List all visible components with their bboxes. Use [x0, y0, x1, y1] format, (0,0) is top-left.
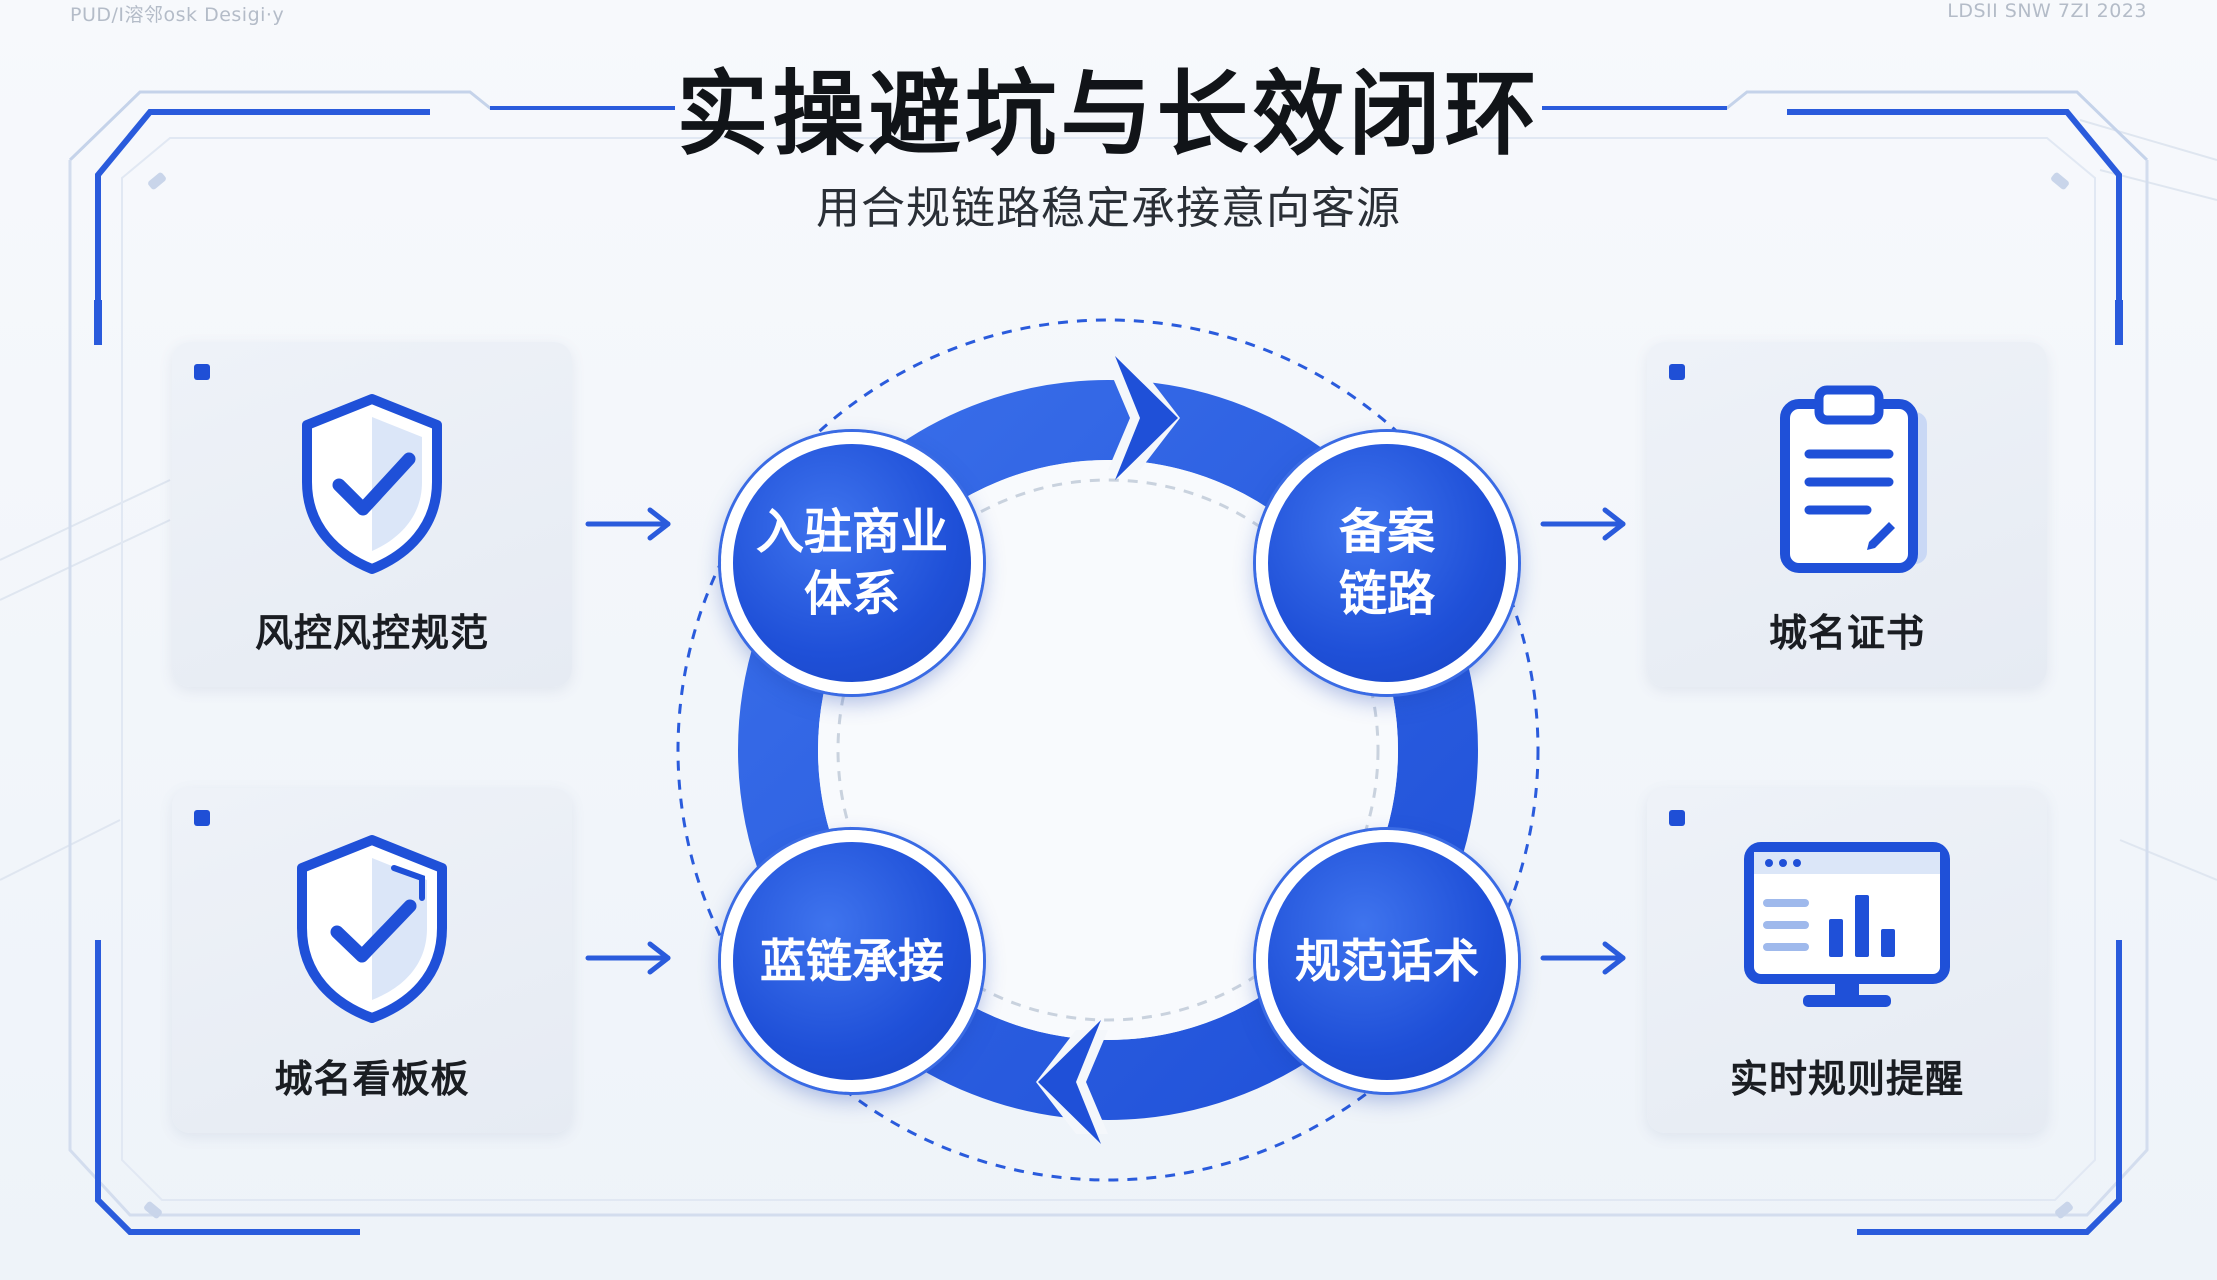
cycle-node-script-standard: 规范话术 — [1256, 830, 1518, 1092]
card-marker — [1669, 364, 1685, 380]
page-title: 实操避坑与长效闭环 — [676, 61, 1541, 168]
connector-arrows — [585, 507, 1626, 975]
card-label: 实时规则提醒 — [1729, 1057, 1964, 1101]
corner-label-right: LDSII SNW 7ZI 2023 — [1947, 0, 2147, 22]
card-marker — [194, 810, 210, 826]
card-marker — [1669, 810, 1685, 826]
card-realtime-alerts: 实时规则提醒 — [1647, 788, 2047, 1133]
card-label: 风控风控规范 — [254, 611, 489, 655]
card-domain-certificate: 城名证书 — [1647, 342, 2047, 687]
card-label: 城名证书 — [1768, 611, 1925, 655]
card-marker — [194, 364, 210, 380]
card-domain-board: 城名看板板 — [172, 788, 572, 1133]
node-label: 规范话术 — [1295, 934, 1479, 988]
shield-check-icon — [172, 828, 572, 1028]
cycle-node-merchant-system: 入驻商业体系 — [721, 432, 983, 694]
card-risk-control: 风控风控规范 — [172, 342, 572, 687]
page-subtitle: 用合规链路稳定承接意向客源 — [816, 183, 1401, 234]
cycle-node-bluelink: 蓝链承接 — [721, 830, 983, 1092]
node-label: 入驻商业体系 — [755, 504, 948, 622]
cycle-node-filing-chain: 备案链路 — [1256, 432, 1518, 694]
monitor-chart-icon — [1647, 828, 2047, 1028]
node-label: 备案链路 — [1338, 504, 1435, 622]
shield-check-icon — [172, 382, 572, 582]
corner-label-left: PUD/I溶邻osk Desigi·y — [70, 4, 285, 26]
clipboard-icon — [1647, 382, 2047, 582]
node-label: 蓝链承接 — [760, 934, 944, 988]
card-label: 城名看板板 — [274, 1057, 470, 1101]
